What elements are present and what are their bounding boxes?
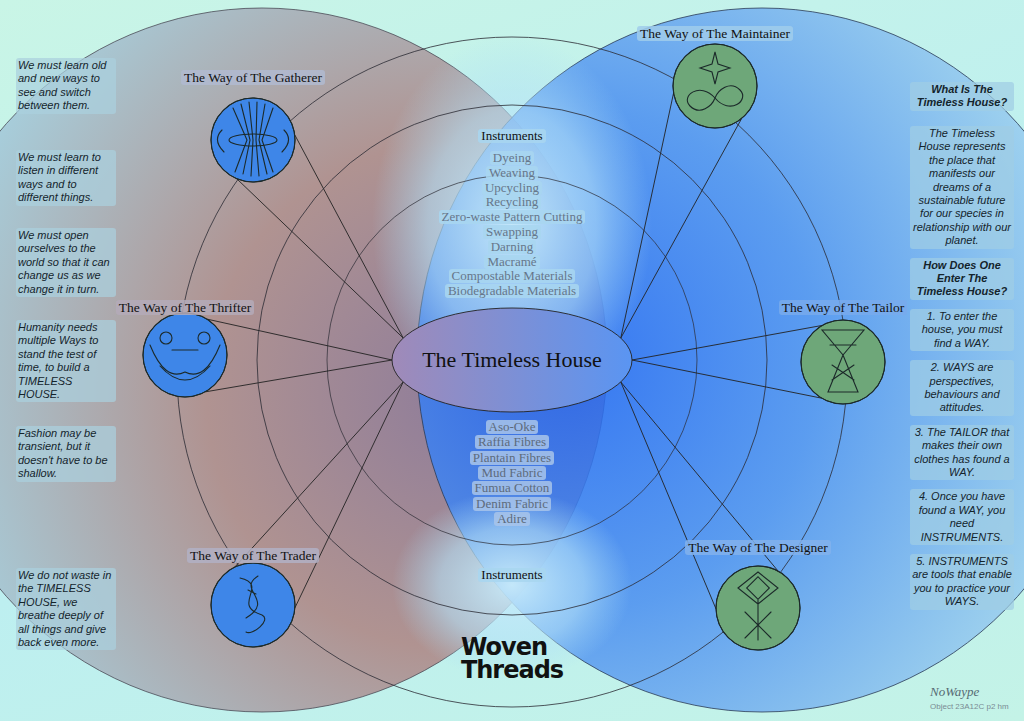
instrument-item: Recycling bbox=[483, 195, 542, 209]
way-circle bbox=[211, 98, 295, 182]
side-note: 4. Once you have found a WAY, you need I… bbox=[910, 489, 1014, 545]
way-node: The Way of The Maintainer bbox=[620, 24, 810, 130]
instrument-item: Aso-Oke bbox=[486, 420, 539, 434]
instrument-item: Darning bbox=[488, 240, 537, 254]
node-outline bbox=[158, 68, 348, 184]
instruments-circle: InstrumentsDyeingWeavingUpcyclingRecycli… bbox=[257, 105, 767, 615]
inner-ring bbox=[327, 175, 697, 545]
side-note: The Timeless House represents the place … bbox=[910, 126, 1014, 249]
side-note: 1. To enter the house, you must find a W… bbox=[910, 309, 1014, 351]
instrument-item: Adire bbox=[494, 512, 530, 526]
way-node: The Way of The Thrifter bbox=[90, 298, 280, 399]
side-heading: How Does One Enter The Timeless House? bbox=[910, 258, 1014, 300]
side-note: 2. WAYS are perspectives, behaviours and… bbox=[910, 360, 1014, 416]
way-heading: The Way of The Gatherer bbox=[181, 70, 325, 85]
way-heading: The Way of The Tailor bbox=[779, 300, 907, 315]
side-note: 3. The TAILOR that makes their own cloth… bbox=[910, 425, 1014, 481]
way-node: The Way of The Designer bbox=[663, 538, 853, 652]
section-heading: Instruments bbox=[478, 568, 545, 582]
node-outline bbox=[663, 538, 853, 652]
side-note: Fashion may be transient, but it doesn't… bbox=[16, 426, 116, 482]
instrument-item: Macramé bbox=[484, 255, 539, 269]
house-outline bbox=[392, 308, 632, 412]
watermark: Object 23A12C p2 hm bbox=[930, 702, 1009, 711]
instrument-item: Biodegradable Materials bbox=[445, 284, 579, 298]
instrument-item: Plantain Fibres bbox=[470, 451, 554, 465]
way-connector bbox=[621, 382, 778, 609]
instrument-item: Raffia Fibres bbox=[475, 435, 549, 449]
side-heading: What Is The Timeless House? bbox=[910, 82, 1014, 111]
section-heading: Instruments bbox=[478, 129, 545, 143]
way-connector bbox=[632, 325, 822, 398]
instrument-item: Weaving bbox=[486, 166, 538, 180]
way-connector bbox=[621, 93, 742, 338]
way-node: The Way of The Gatherer bbox=[158, 68, 348, 184]
way-connector bbox=[235, 382, 404, 608]
way-circle bbox=[211, 563, 295, 647]
center-glow bbox=[372, 35, 652, 415]
way-icons bbox=[143, 44, 885, 650]
way-heading: The Way of The Maintainer bbox=[637, 26, 793, 41]
instruments-ring bbox=[257, 105, 767, 615]
way-heading: The Way of The Trader bbox=[187, 548, 319, 563]
watermark: NoWaype bbox=[930, 684, 979, 700]
instrument-item: Zero-waste Pattern Cutting bbox=[439, 210, 586, 224]
instrument-item: Compostable Materials bbox=[449, 269, 576, 283]
way-circle bbox=[143, 313, 227, 397]
house-title: The Timeless House bbox=[422, 347, 602, 373]
side-note: Humanity needs multiple Ways to stand th… bbox=[16, 320, 116, 402]
brand-title: Woven Threads bbox=[461, 636, 563, 682]
side-note: We must learn old and new ways to see an… bbox=[16, 58, 116, 114]
way-node: The Way of The Trader bbox=[158, 546, 348, 649]
house-ellipse: The Timeless House bbox=[392, 308, 632, 412]
way-heading: The Way of The Designer bbox=[685, 540, 830, 555]
instrument-item: Fumua Cotton bbox=[472, 481, 553, 495]
way-connector bbox=[205, 319, 392, 392]
outer-ring bbox=[177, 37, 847, 707]
way-circle bbox=[716, 566, 800, 650]
instrument-item: Swapping bbox=[483, 225, 541, 239]
side-note: 5. INSTRUMENTS are tools that enable you… bbox=[910, 554, 1014, 610]
way-heading: The Way of The Thrifter bbox=[116, 300, 254, 315]
way-connector bbox=[237, 135, 404, 338]
side-note: We must learn to listen in different way… bbox=[16, 150, 116, 206]
side-note: We must open ourselves to the world so t… bbox=[16, 228, 116, 297]
side-note: We do not waste in the TIMELESS HOUSE, w… bbox=[16, 568, 116, 650]
instrument-item: Upcycling bbox=[482, 181, 542, 195]
way-circle bbox=[673, 44, 757, 128]
instrument-item: Dyeing bbox=[490, 151, 534, 165]
instrument-item: Denim Fabric bbox=[473, 497, 551, 511]
instrument-item: Mud Fabric bbox=[478, 466, 545, 480]
way-circle bbox=[801, 320, 885, 404]
